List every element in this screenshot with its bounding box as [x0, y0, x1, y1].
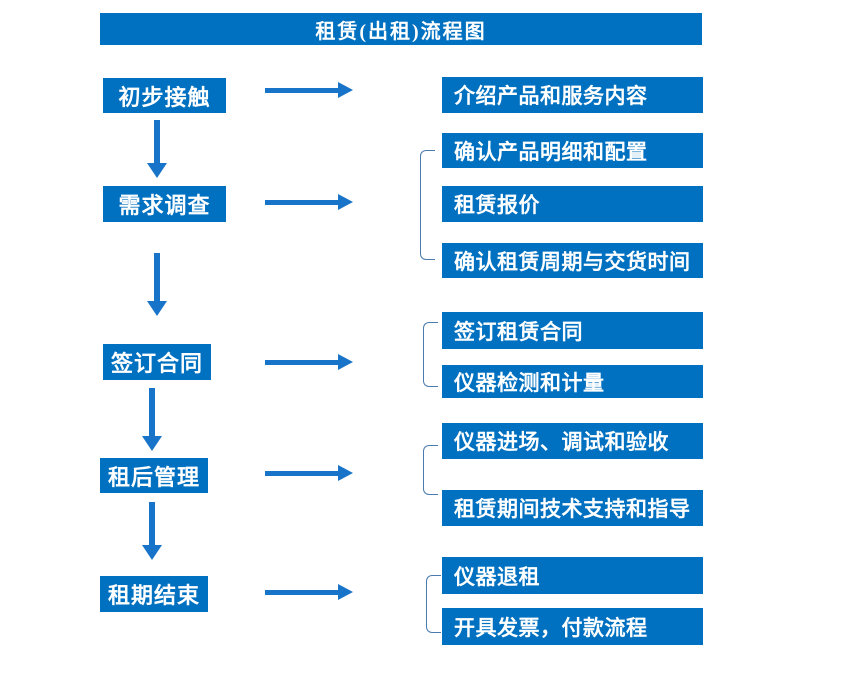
arrow-shaft: [265, 199, 338, 205]
detail-box: 仪器检测和计量: [442, 365, 703, 398]
detail-box: 介绍产品和服务内容: [442, 77, 703, 113]
arrow-shaft: [154, 253, 160, 301]
arrow-shaft: [149, 502, 155, 545]
arrow-head: [338, 354, 353, 370]
detail-box: 仪器进场、调试和验收: [442, 423, 703, 459]
detail-box: 仪器退租: [442, 557, 703, 594]
arrow-head: [147, 163, 167, 178]
detail-box: 开具发票，付款流程: [442, 608, 703, 645]
group-bracket: [423, 445, 438, 495]
arrow-head: [338, 82, 353, 98]
arrow-down-icon: [146, 253, 168, 316]
group-bracket: [423, 322, 438, 387]
arrow-right-icon: [265, 82, 353, 98]
arrow-down-icon: [141, 502, 163, 560]
arrow-right-icon: [265, 584, 353, 600]
arrow-head: [338, 194, 353, 210]
arrow-right-icon: [265, 194, 353, 210]
page-title: 租赁(出租)流程图: [100, 13, 702, 45]
detail-box: 签订租赁合同: [442, 312, 703, 349]
detail-box: 租赁报价: [442, 186, 703, 222]
arrow-head: [147, 301, 167, 316]
arrow-right-icon: [265, 354, 353, 370]
group-bracket: [420, 150, 435, 260]
detail-box: 确认产品明细和配置: [442, 133, 703, 168]
arrow-shaft: [265, 470, 338, 476]
arrow-head: [338, 465, 353, 481]
step-box-post-rental-management: 租后管理: [100, 458, 208, 493]
arrow-head: [142, 545, 162, 560]
detail-box: 确认租赁周期与交货时间: [442, 243, 703, 278]
arrow-head: [338, 584, 353, 600]
step-box-sign-contract: 签订合同: [103, 344, 211, 380]
group-bracket: [426, 575, 441, 633]
arrow-shaft: [149, 388, 155, 436]
arrow-right-icon: [265, 465, 353, 481]
arrow-head: [142, 436, 162, 451]
detail-box: 租赁期间技术支持和指导: [442, 490, 703, 526]
step-box-rental-end: 租期结束: [100, 576, 208, 612]
step-box-demand-survey: 需求调查: [103, 186, 226, 222]
arrow-down-icon: [146, 120, 168, 178]
arrow-shaft: [265, 589, 338, 595]
arrow-shaft: [154, 120, 160, 163]
step-box-initial-contact: 初步接触: [103, 78, 226, 113]
arrow-shaft: [265, 87, 338, 93]
arrow-down-icon: [141, 388, 163, 451]
arrow-shaft: [265, 359, 338, 365]
